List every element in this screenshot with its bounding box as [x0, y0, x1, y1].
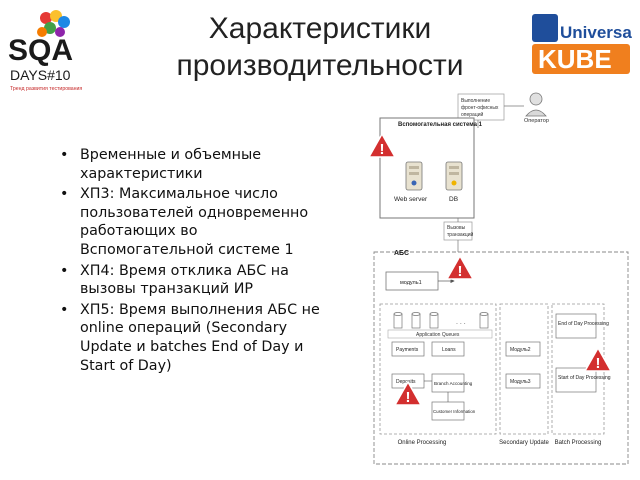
loans-box — [431, 341, 465, 357]
queue-cylinders — [393, 312, 489, 329]
module3-box — [505, 373, 541, 389]
payments-label: Payments — [396, 347, 419, 353]
db-label: DB — [449, 196, 458, 203]
deposits-label: Deposits — [396, 379, 416, 385]
secondary-update-label: Secondary Update — [499, 440, 549, 446]
bullet-item: ХП3: Максимальное число пользователей од… — [60, 185, 322, 259]
title-line-2: производительности — [176, 49, 464, 82]
online-processing-label: Online Processing — [398, 440, 447, 446]
title-line-1: Характеристики — [208, 12, 432, 45]
warning-icon — [584, 347, 612, 373]
start-of-day-label: Start of Day Processing — [558, 375, 611, 381]
warning-icon — [446, 255, 474, 281]
sqa-days-logo: SQA DAYS#10 Тренд развития тестирования — [8, 10, 82, 92]
secondary-column — [499, 303, 549, 435]
operator-icon — [525, 92, 547, 117]
database-server-icon — [445, 161, 463, 191]
aux-system-title: Вспомогательная система 1 — [398, 122, 483, 128]
web-server-label: Web server — [394, 196, 428, 203]
end-of-day-label: End of Day Processing — [558, 321, 609, 327]
end-of-day-box — [555, 313, 597, 339]
queues-label: Application Queues — [416, 332, 460, 338]
balloons-icon — [37, 10, 70, 37]
module2-label: Модуль2 — [510, 347, 531, 353]
universal-kube-logo: Universal KUBE — [532, 14, 632, 74]
web-server-icon — [405, 161, 423, 191]
universal-text: Universal — [560, 23, 632, 42]
slide-title: Характеристики производительности — [130, 10, 510, 84]
queues-bar — [387, 329, 493, 339]
branch-accounting-label: Branch Accounting — [434, 381, 473, 386]
customer-information-label: Customer Information — [433, 409, 476, 414]
abs-label: АБС — [394, 250, 409, 257]
queues-ellipsis: . . . — [456, 319, 466, 326]
frontoffice-note-box — [457, 93, 505, 121]
bullet-item: ХП5: Время выполнения АБС не online опер… — [60, 301, 322, 375]
start-of-day-box — [555, 367, 597, 393]
operator-label: Оператор — [524, 118, 549, 124]
calls-note: Вызовы транзакций — [447, 225, 474, 238]
sqa-text: SQA — [8, 34, 73, 67]
bullet-item: Временные и объемные характеристики — [60, 146, 322, 183]
online-column — [379, 303, 497, 435]
sqa-tagline: Тренд развития тестирования — [10, 86, 82, 92]
module2-box — [505, 341, 541, 357]
batch-processing-label: Batch Processing — [555, 440, 602, 446]
module1-label: модуль1 — [400, 280, 422, 286]
frontoffice-note: Выполнение фронт-офисных операций — [461, 98, 500, 118]
module3-label: Модуль3 — [510, 379, 531, 385]
architecture-diagram: ! Оператор Выполнение фронт-офисных опер… — [368, 92, 629, 465]
bullet-list: Временные и объемные характеристики ХП3:… — [60, 146, 322, 377]
payments-box — [391, 341, 425, 357]
kube-text: KUBE — [538, 44, 612, 74]
loans-label: Loans — [442, 347, 456, 353]
days-text: DAYS#10 — [10, 67, 71, 83]
abs-box — [373, 251, 629, 465]
bullet-item: ХП4: Время отклика АБС на вызовы транзак… — [60, 262, 322, 299]
